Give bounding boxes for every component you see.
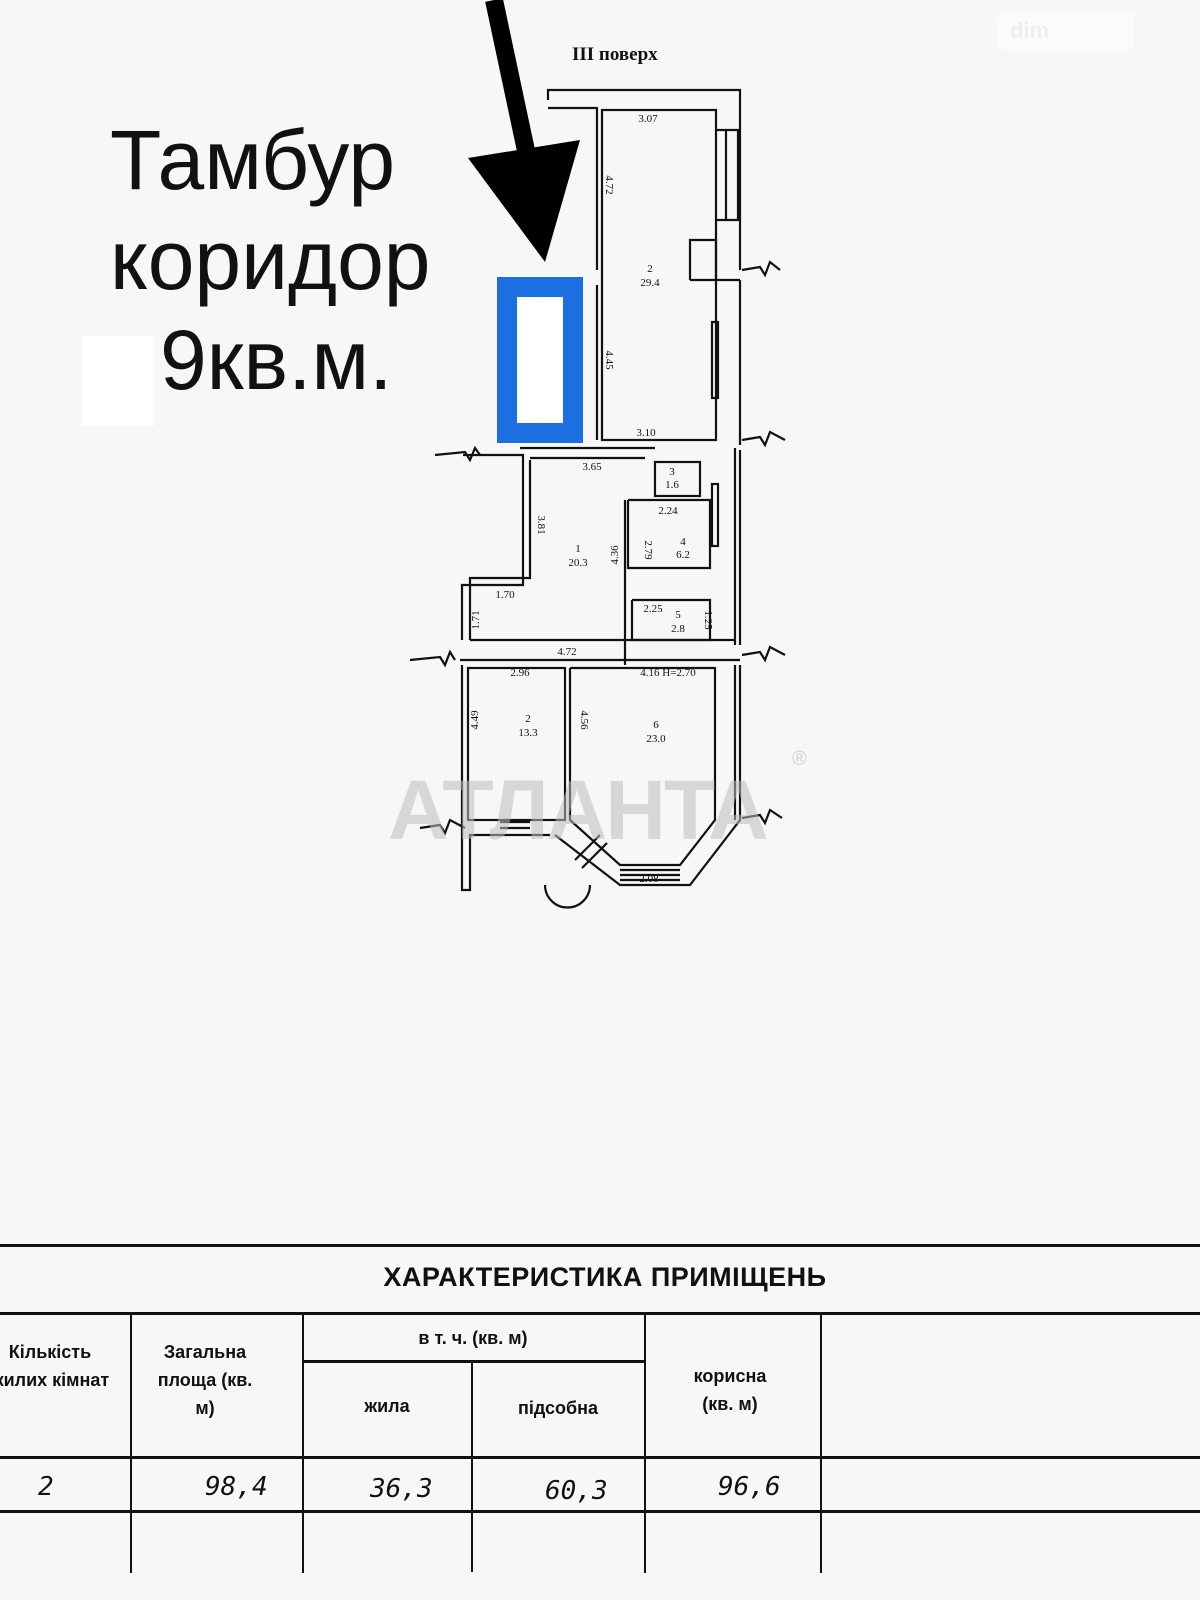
vestibule-highlight <box>497 277 583 443</box>
floor-label: III поверх <box>572 44 658 65</box>
cell-aux: 60,3 <box>545 1476 608 1506</box>
site-logo: dim <box>998 12 1134 50</box>
subheader-rule <box>302 1360 644 1363</box>
table-title: ХАРАКТЕРИСТИКА ПРИМІЩЕНЬ <box>383 1262 827 1292</box>
dim-label: 4.16 H=2.70 <box>640 667 696 679</box>
dim-label: 2.25 <box>643 603 663 615</box>
logo-text: dim <box>1010 18 1050 43</box>
dim-label: 3.81 <box>535 515 547 534</box>
dim-label: 1.70 <box>495 589 515 601</box>
room-label: 213.3 <box>518 713 538 739</box>
dim-label: 3.07 <box>638 113 658 125</box>
svg-text:4: 4 <box>680 536 686 548</box>
dim-label: 3.10 <box>636 427 656 439</box>
white-patch <box>82 336 154 426</box>
svg-text:23.0: 23.0 <box>646 733 666 745</box>
dim-label: 4.72 <box>557 646 576 658</box>
col-divider <box>130 1313 132 1573</box>
room-label: 623.0 <box>646 719 666 745</box>
dim-label: 4.56 <box>578 710 590 730</box>
table-bottom-rule <box>0 1510 1200 1513</box>
col-divider <box>471 1362 473 1572</box>
dim-label: 2.08 <box>639 873 659 885</box>
dim-label: 4.49 <box>469 710 481 730</box>
dim-label: 1.25 <box>702 610 714 630</box>
svg-text:1.6: 1.6 <box>665 479 679 491</box>
watermark-registered-mark: ® <box>792 748 807 770</box>
dim-label: 2.96 <box>510 667 530 679</box>
cell-useful: 96,6 <box>718 1472 781 1502</box>
watermark: АТЛАНТА <box>388 763 769 857</box>
cell-total: 98,4 <box>205 1472 268 1502</box>
col-divider <box>644 1313 646 1573</box>
callout-line-2: коридор <box>110 213 431 307</box>
floor-plan: 3.07 4.72 4.45 3.10 3.65 3.81 2.24 4.36 … <box>409 0 786 909</box>
cell-living: 36,3 <box>370 1474 433 1504</box>
svg-text:1: 1 <box>575 543 581 555</box>
cell-rooms: 2 <box>38 1472 54 1502</box>
table-header-rule <box>0 1312 1200 1315</box>
callout-annotation: Тамбур коридор 9кв.м. <box>110 110 431 410</box>
table-row-rule <box>0 1456 1200 1459</box>
dim-label: 4.45 <box>603 350 615 370</box>
dim-label: 1.71 <box>470 610 482 629</box>
svg-text:13.3: 13.3 <box>518 727 538 739</box>
room-label: 31.6 <box>665 466 679 491</box>
dim-label: 2.24 <box>658 505 678 517</box>
col-divider <box>820 1313 822 1573</box>
dim-label: 4.72 <box>603 175 615 194</box>
svg-text:6.2: 6.2 <box>676 549 690 561</box>
svg-text:5: 5 <box>675 609 681 621</box>
header-aux: підсобна <box>517 1398 599 1418</box>
header-living: жила <box>364 1396 410 1416</box>
col-divider <box>302 1313 304 1573</box>
dim-label: 2.79 <box>642 540 654 560</box>
room-label: 120.3 <box>568 543 588 569</box>
svg-text:2.8: 2.8 <box>671 623 685 635</box>
pointer-arrow-icon <box>468 0 580 262</box>
header-rooms: Кількість жилих кімнат <box>0 1342 110 1390</box>
walls <box>409 88 786 909</box>
header-useful: корисна (кв. м) <box>693 1366 767 1414</box>
room-label: 52.8 <box>671 609 685 635</box>
room-label: 46.2 <box>676 536 690 561</box>
header-total: Загальна площа (кв. м) <box>157 1342 253 1418</box>
svg-text:2: 2 <box>647 263 653 275</box>
dim-label: 3.65 <box>582 461 602 473</box>
svg-text:29.4: 29.4 <box>640 277 660 289</box>
room-label: 229.4 <box>640 263 660 289</box>
callout-line-1: Тамбур <box>110 113 396 207</box>
callout-line-3: 9кв.м. <box>160 313 393 407</box>
svg-text:3: 3 <box>669 466 675 478</box>
svg-text:2: 2 <box>525 713 531 725</box>
svg-text:20.3: 20.3 <box>568 557 588 569</box>
header-incl: в т. ч. (кв. м) <box>418 1328 528 1348</box>
table-top-rule <box>0 1244 1200 1247</box>
dim-label: 4.36 <box>609 545 621 565</box>
svg-text:6: 6 <box>653 719 659 731</box>
